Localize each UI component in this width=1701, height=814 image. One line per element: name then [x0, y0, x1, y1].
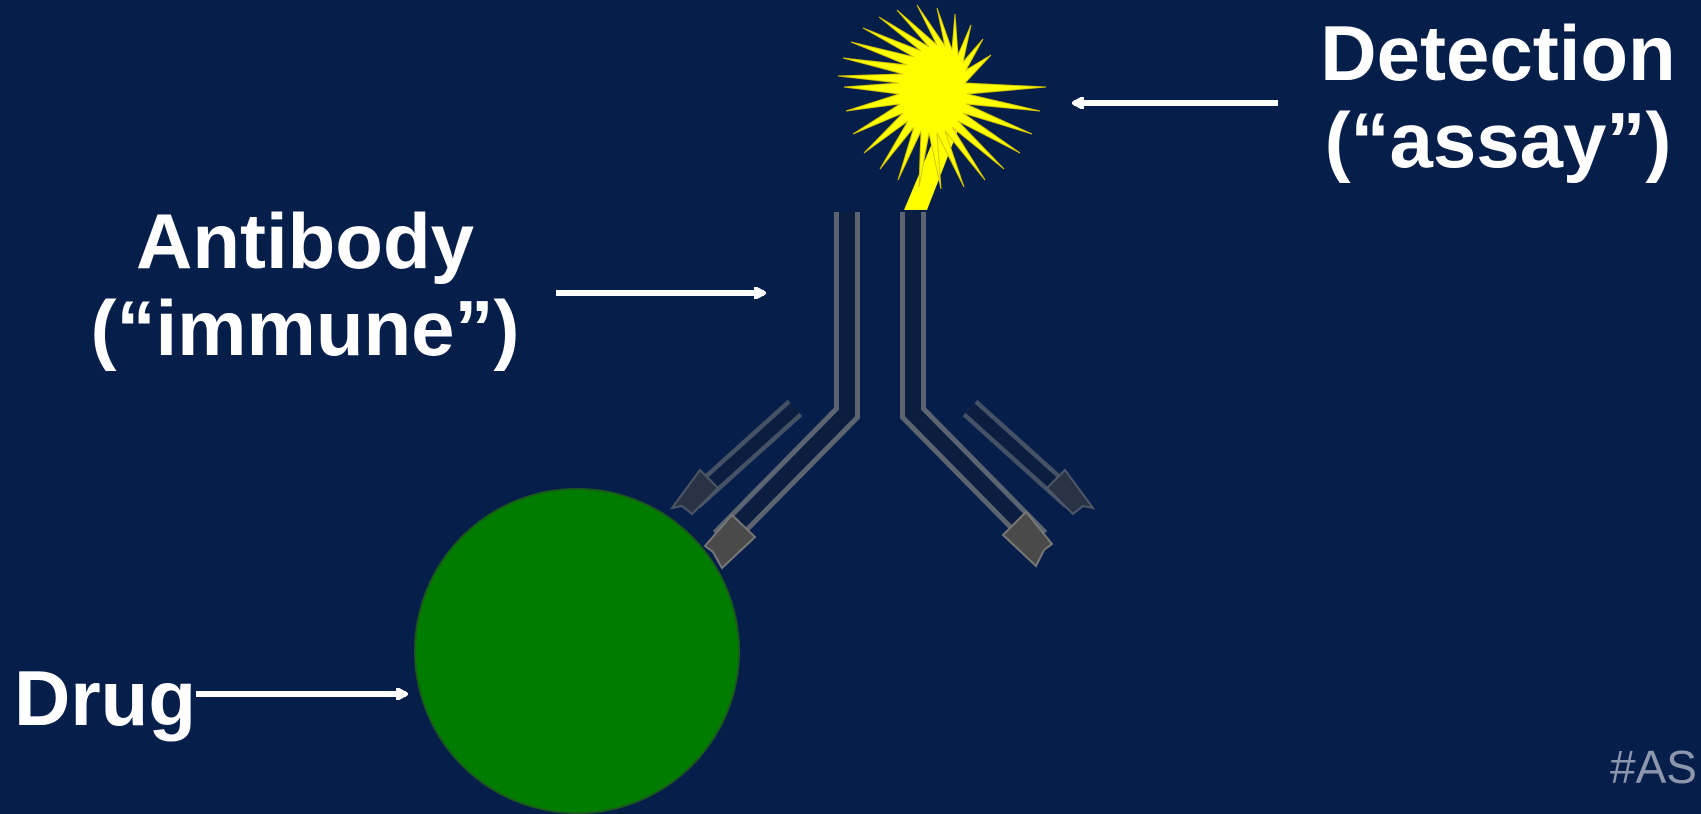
detection-label-line2: (“assay”): [1324, 96, 1672, 185]
binding-site-right-heavy: [1001, 510, 1054, 568]
antibody-heavy-chain-right: [900, 212, 1048, 550]
signal-linker: [904, 110, 962, 210]
detection-label: Detection (“assay”): [1295, 9, 1701, 185]
detection-label-line1: Detection: [1320, 9, 1676, 97]
antibody-label: Antibody (“immune”): [40, 197, 570, 373]
binding-site-left-heavy: [703, 513, 757, 570]
antibody-heavy-chain-left: [712, 212, 860, 550]
drug-label: Drug: [14, 654, 196, 742]
antibody-label-line2: (“immune”): [90, 284, 520, 373]
drug-circle: [414, 488, 740, 814]
antibody: [669, 212, 1096, 570]
binding-site-right-light: [1045, 468, 1096, 516]
binding-site-left-light: [669, 468, 720, 516]
starburst-icon: [837, 4, 1047, 190]
antibody-label-line1: Antibody: [136, 197, 474, 285]
hashtag-watermark: #AS: [1610, 741, 1697, 793]
